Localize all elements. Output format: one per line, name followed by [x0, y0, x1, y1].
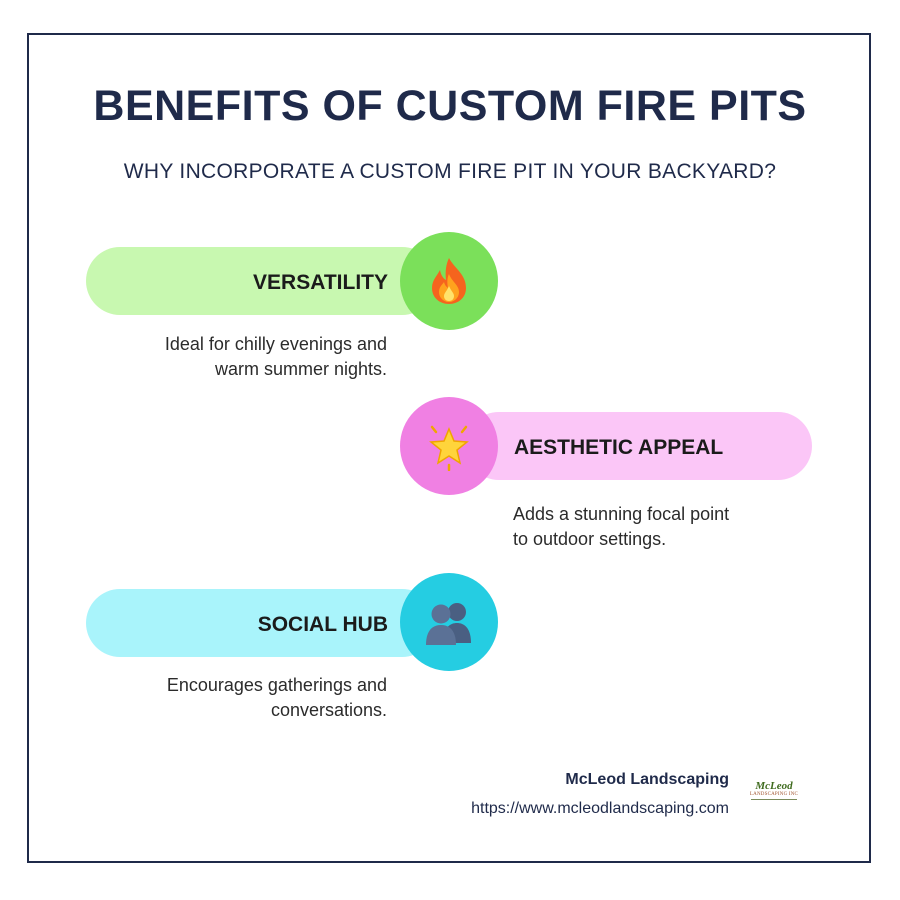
glowing-star-icon [400, 397, 498, 495]
page-subtitle: WHY INCORPORATE A CUSTOM FIRE PIT IN YOU… [123, 160, 777, 183]
benefit-label-aesthetic-appeal: AESTHETIC APPEAL [514, 436, 724, 459]
people-icon [400, 573, 498, 671]
benefit-label-social-hub: SOCIAL HUB [257, 613, 388, 636]
company-url[interactable]: https://www.mcleodlandscaping.com [471, 800, 729, 817]
benefit-label-versatility: VERSATILITY [253, 271, 388, 294]
fire-icon [400, 232, 498, 330]
company-logo: McLeod LANDSCAPING INC [748, 781, 800, 805]
infographic-frame [27, 33, 871, 863]
benefit-pill-aesthetic-appeal [465, 412, 812, 480]
benefit-description-aesthetic-appeal: Adds a stunning focal point to outdoor s… [513, 504, 730, 549]
page-title: BENEFITS OF CUSTOM FIRE PITS [93, 82, 807, 130]
benefit-description-versatility: Ideal for chilly evenings and warm summe… [164, 334, 387, 379]
benefit-pill-versatility [86, 247, 436, 315]
benefit-description-social-hub: Encourages gatherings and conversations. [166, 675, 387, 720]
company-name: McLeod Landscaping [565, 771, 729, 788]
benefit-pill-social-hub [86, 589, 436, 657]
